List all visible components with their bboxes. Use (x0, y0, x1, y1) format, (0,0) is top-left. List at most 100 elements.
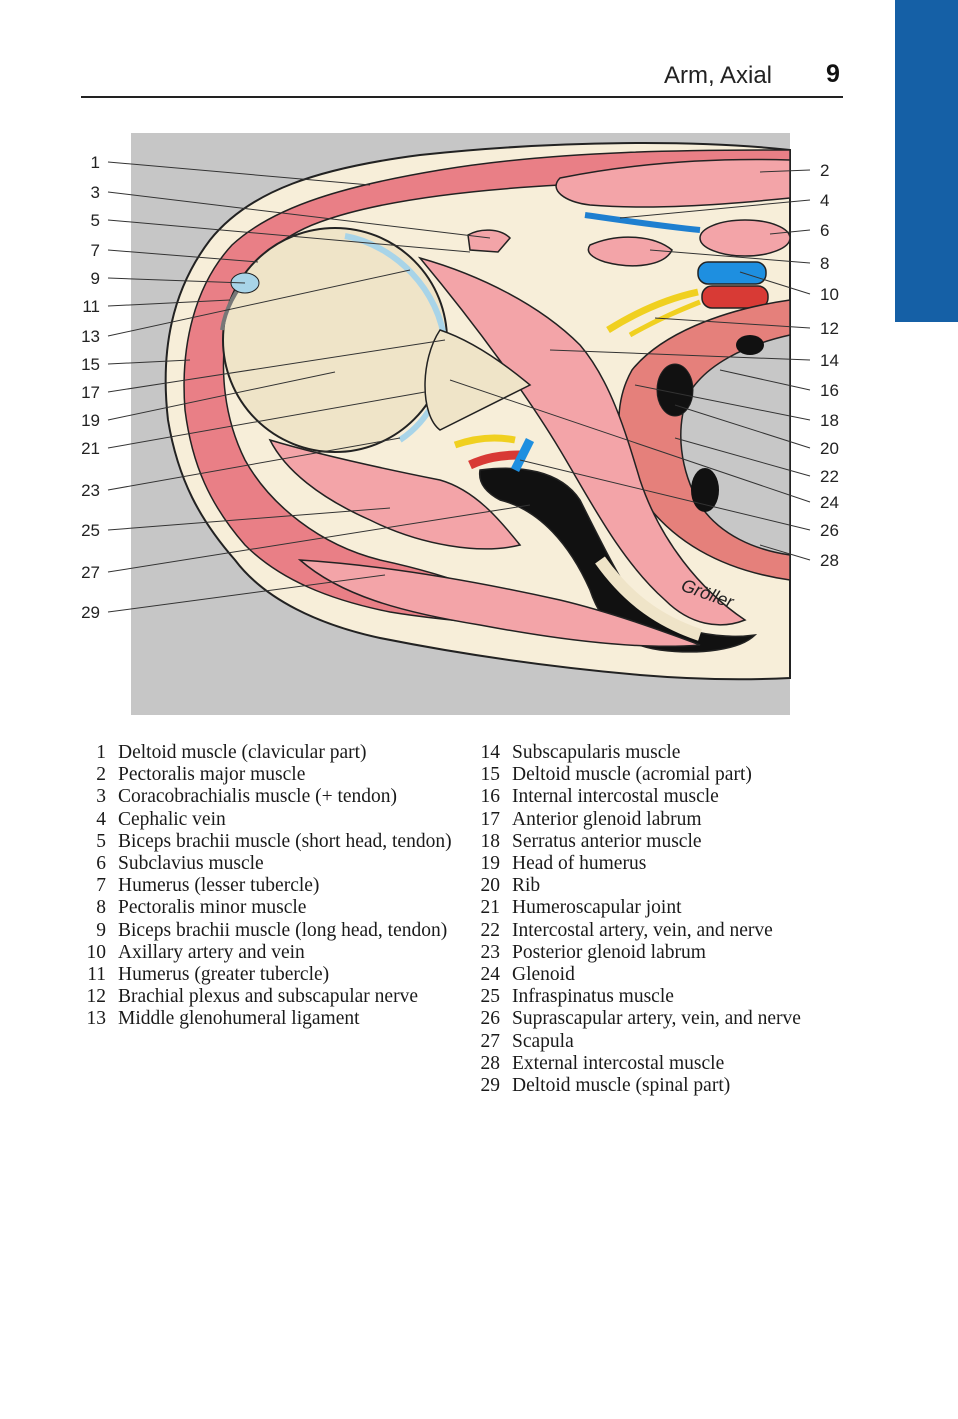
legend-text: Suprascapular artery, vein, and nerve (512, 1008, 801, 1030)
legend-item-11: 11 Humerus (greater tubercle) (80, 964, 470, 986)
callout-24: 24 (820, 493, 839, 512)
legend-text: Head of humerus (512, 853, 647, 875)
legend-text: Coracobrachialis muscle (+ tendon) (118, 786, 398, 808)
legend-text: External intercostal muscle (512, 1052, 725, 1074)
legend-num: 29 (480, 1075, 501, 1097)
callout-1: 1 (91, 153, 100, 172)
legend-text: Humerus (greater tubercle) (118, 964, 330, 986)
callout-numbers-left: 1 3 5 7 9 11 13 15 17 19 21 23 25 27 29 (81, 153, 100, 622)
legend-num: 1 (96, 742, 106, 763)
callout-27: 27 (81, 563, 100, 582)
deltoid-spinal-region (297, 559, 701, 648)
callout-23: 23 (81, 481, 100, 500)
leader-lines-right (449, 169, 811, 561)
legend-num: 5 (96, 830, 106, 852)
callout-4: 4 (820, 191, 829, 210)
legend-text: Humeroscapular joint (512, 897, 682, 919)
callout-29: 29 (81, 603, 100, 622)
legend-num: 24 (480, 964, 501, 986)
legend-item-28: 28 External intercostal muscle (474, 1053, 864, 1075)
scapula (478, 467, 758, 653)
legend-text: Glenoid (512, 964, 575, 986)
legend-num: 22 (480, 919, 501, 941)
legend-text: Pectoralis major muscle (118, 764, 306, 786)
legend-item-19: 19 Head of humerus (474, 853, 864, 875)
legend-num: 26 (480, 1008, 501, 1030)
legend-num: 11 (87, 964, 106, 986)
legend-text: Infraspinatus muscle (512, 986, 674, 1008)
legend-num: 3 (96, 786, 106, 808)
callout-2: 2 (820, 161, 829, 180)
callout-25: 25 (81, 521, 100, 540)
callout-15: 15 (81, 355, 100, 374)
legend-item-22: 22 Intercostal artery, vein, and nerve (474, 920, 864, 942)
callout-28: 28 (820, 551, 839, 570)
legend-num: 17 (480, 808, 501, 830)
callout-22: 22 (820, 467, 839, 486)
legend-num: 21 (480, 897, 501, 919)
legend-item-3: 3 Coracobrachialis muscle (+ tendon) (80, 786, 470, 808)
page-title: Arm, Axial (663, 62, 772, 89)
legend-num: 8 (96, 897, 106, 919)
suprascapular-vessels-yellow (453, 434, 516, 449)
legend-item-2: 2 Pectoralis major muscle (80, 764, 470, 786)
callout-8: 8 (820, 254, 829, 273)
suprascapular-vessels-red (468, 450, 521, 470)
legend-text: Biceps brachii muscle (long head, tendon… (118, 919, 448, 941)
glenoid-scapula (424, 329, 532, 431)
legend-item-21: 21 Humeroscapular joint (474, 897, 864, 919)
axial-shoulder-illustration: Gröller 1 3 5 (81, 133, 839, 715)
callout-3: 3 (91, 183, 100, 202)
legend-item-25: 25 Infraspinatus muscle (474, 986, 864, 1008)
callout-20: 20 (820, 439, 839, 458)
legend-num: 12 (86, 986, 107, 1008)
legend-text: Intercostal artery, vein, and nerve (512, 919, 773, 941)
pectoralis-minor-region (587, 236, 673, 267)
legend-text: Internal intercostal muscle (512, 786, 719, 808)
callout-9: 9 (91, 269, 100, 288)
callout-21: 21 (81, 439, 100, 458)
legend-num: 18 (480, 830, 501, 852)
page-number: 9 (826, 60, 840, 88)
legend-text: Subscapularis muscle (512, 742, 681, 763)
cephalic-vein (584, 212, 701, 233)
rib (656, 363, 694, 417)
legend-num: 2 (96, 764, 106, 786)
legend-num: 10 (86, 941, 107, 963)
infraspinatus-region (268, 438, 522, 550)
legend-text: Cephalic vein (118, 808, 226, 830)
legend-text: Middle glenohumeral ligament (118, 1008, 360, 1030)
callout-12: 12 (820, 319, 839, 338)
legend-num: 27 (480, 1030, 501, 1052)
callout-13: 13 (81, 327, 100, 346)
suprascapular-vessels-blue (510, 437, 535, 473)
callout-14: 14 (820, 351, 839, 370)
legend-num: 20 (480, 875, 501, 897)
callout-19: 19 (81, 411, 100, 430)
legend-num: 28 (480, 1052, 501, 1074)
legend-num: 9 (96, 919, 106, 941)
legend-num: 6 (96, 853, 106, 875)
subscapularis-region (417, 256, 747, 626)
legend-num: 7 (96, 875, 106, 897)
legend-num: 19 (480, 853, 501, 875)
coracobrachialis-tendon (467, 229, 512, 253)
pectoralis-major-region (555, 158, 791, 208)
callout-18: 18 (820, 411, 839, 430)
legend-num: 25 (480, 986, 501, 1008)
axillary-vein (697, 261, 767, 285)
callout-7: 7 (91, 241, 100, 260)
brachial-plexus (606, 288, 699, 333)
legend-text: Deltoid muscle (spinal part) (512, 1075, 731, 1097)
callout-26: 26 (820, 521, 839, 540)
subclavius-region (699, 219, 791, 257)
